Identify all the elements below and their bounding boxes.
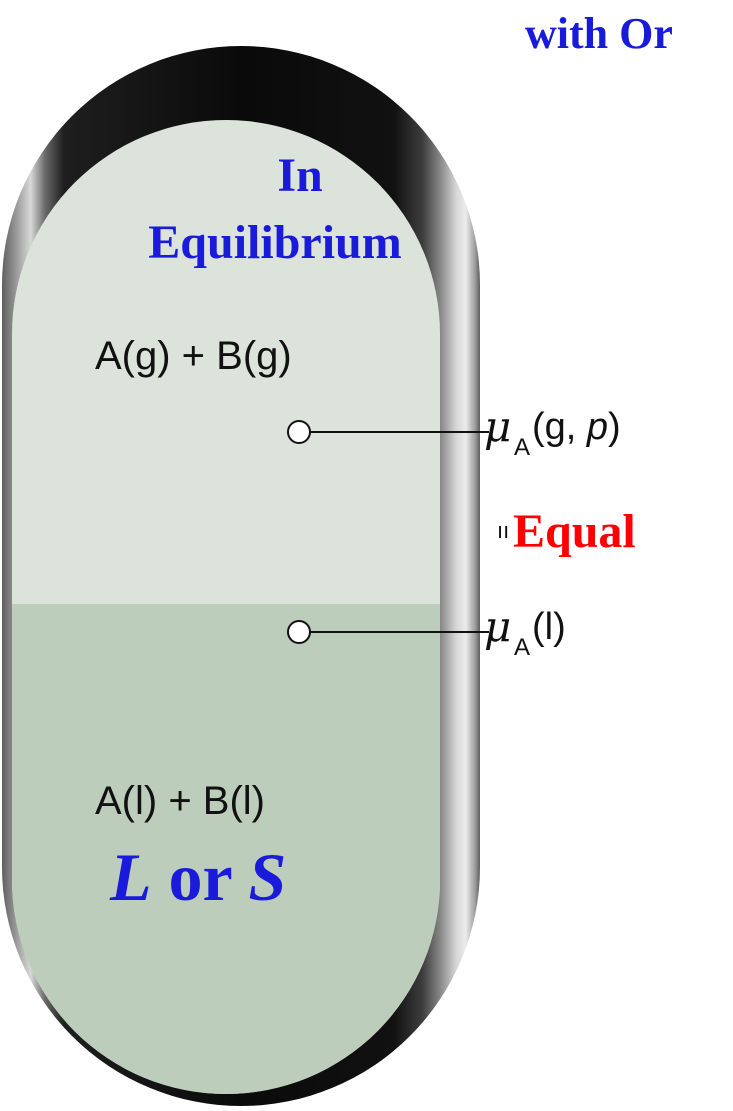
or-word: or <box>151 839 249 915</box>
liquid-potential-symbol: μ <box>484 602 512 651</box>
liquid-potential-subscript: A <box>514 634 531 661</box>
gas-leader-line <box>309 431 489 433</box>
condensed-phase-label: L or S <box>110 837 286 917</box>
container-interior <box>12 120 440 1094</box>
equilibrium-title-line2: Equilibrium <box>148 216 402 269</box>
liquid-leader-line <box>309 631 489 633</box>
equilibrium-title-line1: In <box>277 149 323 202</box>
liquid-letter: L <box>110 839 152 915</box>
gas-phase-formula: A(g) + B(g) <box>95 334 292 378</box>
equal-label: Equal <box>513 505 636 558</box>
liquid-potential-args: (l) <box>532 606 566 648</box>
liquid-phase-formula: A(l) + B(l) <box>95 779 265 823</box>
gas-potential-args: (g, p) <box>532 406 621 449</box>
liquid-phase-region <box>12 604 440 1094</box>
equals-mark: ıı <box>497 518 510 543</box>
liquid-probe-point <box>287 620 311 644</box>
gas-args-open: (g, <box>532 406 587 448</box>
top-caption: with Or <box>525 9 673 58</box>
gas-args-close: ) <box>608 406 621 448</box>
gas-probe-point <box>287 420 311 444</box>
gas-potential-subscript: A <box>514 434 531 461</box>
container-vessel <box>2 46 480 1106</box>
gas-pressure-symbol: p <box>586 406 609 448</box>
gas-potential-symbol: μ <box>484 402 512 451</box>
solid-letter: S <box>248 839 287 915</box>
